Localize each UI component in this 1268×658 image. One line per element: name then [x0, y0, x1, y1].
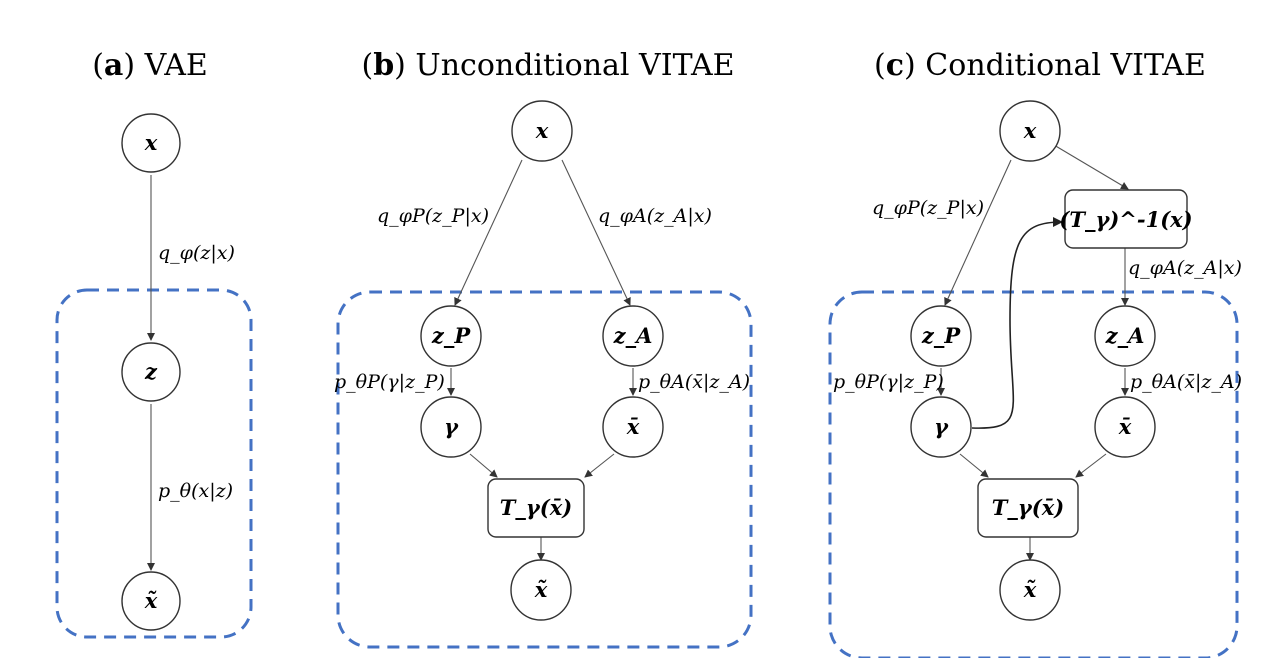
panel-b-node-x: x [511, 100, 573, 162]
panel-c-title-text: Conditional VITAE [925, 48, 1206, 83]
panel-b-node-transform-label: T_γ(x̄) [500, 495, 572, 520]
panel-b-encP-label: q_φP(z_P|x) [377, 205, 489, 227]
panel-b-edge-gamma-transform [469, 453, 498, 478]
panel-c-node-xtilde: x̃ [999, 559, 1061, 621]
panel-c-node-zA: z_A [1094, 305, 1156, 367]
panel-a-node-xtilde: x̃ [121, 571, 181, 631]
panel-c-title: (c) Conditional VITAE [874, 48, 1206, 83]
panel-a-node-z-label: z [144, 359, 158, 384]
panel-b-node-gamma: γ [420, 396, 482, 458]
panel-c-node-gamma: γ [910, 396, 972, 458]
panel-b-node-transform: T_γ(x̄) [487, 478, 585, 538]
panel-a-letter: a [104, 48, 123, 83]
panel-c-node-inverse: (T_γ)^-1(x) [1059, 189, 1193, 249]
panel-b-node-xbar: x̄ [602, 396, 664, 458]
panel-c-edge-xbar-transform [1075, 453, 1107, 478]
panel-c-edge-x-inverse [1053, 144, 1129, 190]
panel-a-encoder-label: q_φ(z|x) [158, 242, 235, 264]
panel-c-node-zP: z_P [910, 305, 972, 367]
panel-b-edge-xbar-transform [584, 453, 615, 478]
panel-a-title: (a) VAE [92, 48, 208, 83]
panel-b-node-x-label: x [535, 118, 549, 143]
panel-b-decA-label: p_θA(x̄|z_A) [638, 371, 750, 393]
panel-c: (c) Conditional VITAE x (T_γ)^-1(x) z_P … [828, 48, 1242, 658]
panel-c-node-xbar-label: x̄ [1118, 414, 1132, 439]
panel-b-edge-x-zP [454, 159, 523, 306]
panel-a-node-x-label: x [144, 130, 158, 155]
panel-c-node-transform: T_γ(x̄) [977, 478, 1079, 538]
panel-c-node-transform-label: T_γ(x̄) [992, 495, 1064, 520]
panel-c-node-x: x [999, 100, 1061, 162]
panel-b-encA-label: q_φA(z_A|x) [598, 205, 712, 227]
panel-a-node-x: x [121, 113, 181, 173]
panel-a-title-text: VAE [144, 48, 208, 83]
panel-c-letter: c [886, 48, 904, 83]
panel-a-node-xtilde-label: x̃ [144, 588, 158, 613]
panel-b-node-zP-label: z_P [431, 323, 471, 348]
panel-b-letter: b [373, 48, 394, 83]
panel-c-edge-gamma-inverse [971, 217, 1063, 429]
panel-b-decP-label: p_θP(γ|z_P) [334, 371, 445, 393]
panel-b-title-text: Unconditional VITAE [415, 48, 734, 83]
panel-b-node-xtilde-label: x̃ [534, 577, 548, 602]
panel-c-node-xtilde-label: x̃ [1023, 577, 1037, 602]
panel-c-encA-label: q_φA(z_A|x) [1128, 257, 1242, 279]
panel-c-node-xbar: x̄ [1094, 396, 1156, 458]
panel-a: (a) VAE x z x̃ q_φ(z|x) p_θ(x|z) [55, 48, 253, 639]
panel-a-decoder-label: p_θ(x|z) [158, 480, 233, 502]
panel-c-node-zP-label: z_P [921, 323, 961, 348]
panel-c-edge-gamma-transform [959, 453, 989, 478]
panel-b-title: (b) Unconditional VITAE [361, 48, 734, 83]
panel-b-plate [336, 290, 753, 649]
panel-c-decA-label: p_θA(x̄|z_A) [1130, 371, 1242, 393]
panel-c-encP-label: q_φP(z_P|x) [872, 197, 984, 219]
panel-a-plate [55, 288, 253, 639]
panel-b-node-xbar-label: x̄ [626, 414, 640, 439]
panel-c-node-zA-label: z_A [1105, 323, 1145, 348]
panel-c-decP-label: p_θP(γ|z_P) [833, 371, 944, 393]
panel-b-node-gamma-label: γ [444, 414, 459, 439]
panel-c-node-inverse-label: (T_γ)^-1(x) [1059, 207, 1192, 232]
panel-b: (b) Unconditional VITAE x z_P z_A γ x̄ [334, 48, 753, 649]
panel-b-edge-x-zA [561, 159, 631, 306]
panel-c-plate [828, 290, 1239, 658]
panel-c-node-gamma-label: γ [934, 414, 949, 439]
panel-c-edge-x-zP [944, 159, 1012, 306]
panel-c-node-x-label: x [1023, 118, 1037, 143]
panel-b-node-zA: z_A [602, 305, 664, 367]
panel-a-node-z: z [121, 342, 181, 402]
panel-b-node-zA-label: z_A [613, 323, 653, 348]
panel-b-node-xtilde: x̃ [510, 559, 572, 621]
panel-b-node-zP: z_P [420, 305, 482, 367]
